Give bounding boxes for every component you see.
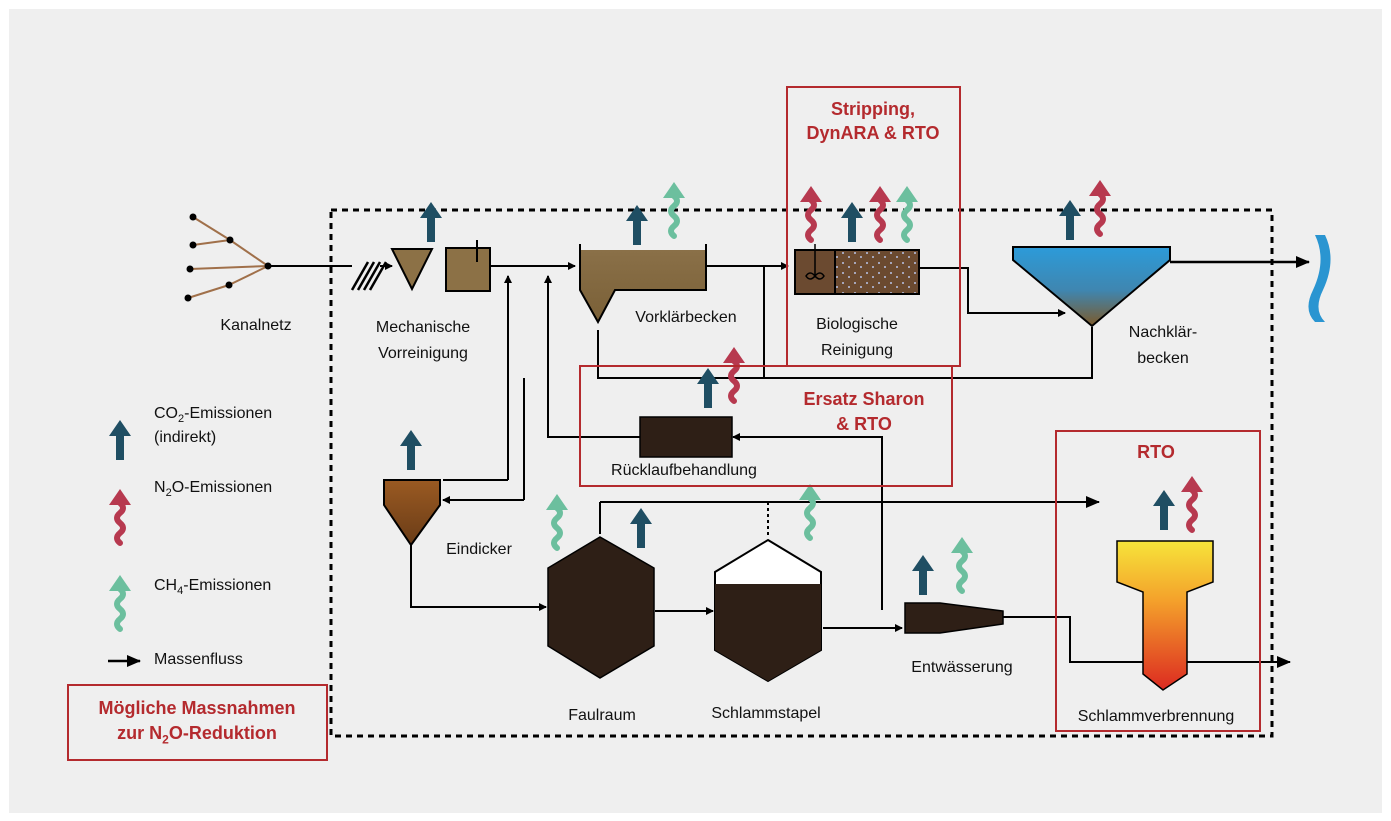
co2-arrow-icon: [912, 555, 934, 595]
thickener: [383, 479, 441, 547]
label-nach-line2: becken: [1137, 350, 1189, 367]
bio-tank-aerated: [834, 249, 920, 295]
label-bio-line2: Reinigung: [820, 342, 894, 359]
co2-arrow-icon: [1059, 200, 1081, 240]
measure-rto: RTO: [1137, 442, 1175, 462]
grit-chamber: [390, 248, 434, 292]
measures-title-line1: Mögliche Massnahmen: [98, 698, 296, 718]
ch4-wave-arrow-icon: [109, 575, 131, 629]
digester: [547, 536, 655, 679]
label-kanalnetz: Kanalnetz: [220, 317, 292, 334]
label-mech-line2: Vorreinigung: [378, 345, 468, 362]
screen-icon: [350, 261, 388, 291]
label-mech-line1: Mechanische: [375, 319, 471, 336]
label-nach-line1: Nachklär-: [1128, 324, 1198, 341]
label-bio-line1: Biologische: [816, 316, 898, 333]
co2-arrow-icon: [420, 202, 442, 242]
co2-arrow-icon: [109, 420, 131, 460]
measure-sharon-line2: & RTO: [836, 414, 892, 434]
legend-co2-indirect: (indirekt): [154, 429, 217, 446]
incinerator: [1116, 540, 1214, 691]
ch4-wave-arrow-icon: [951, 537, 973, 591]
label-eindicker: Eindicker: [446, 541, 512, 558]
side-stream-treatment: [639, 416, 733, 458]
measures-title-line2: zur N2O-Reduktion: [117, 723, 277, 747]
measure-stripping-line2: DynARA & RTO: [806, 123, 940, 143]
legend-n2o: N2O-Emissionen: [154, 479, 273, 500]
n2o-wave-arrow-icon: [109, 489, 131, 543]
measure-title-box: [67, 684, 328, 761]
system-boundary: [329, 208, 1274, 738]
co2-arrow-icon: [630, 508, 652, 548]
legend-ch4: CH4-Emissionen: [154, 577, 272, 598]
sand-trap: [445, 247, 491, 292]
secondary-clarifier: [1012, 246, 1171, 328]
ch4-wave-arrow-icon: [546, 494, 568, 548]
label-faulraum: Faulraum: [568, 707, 636, 724]
sewer-network-icon: [184, 213, 272, 302]
measure-box-sharon: [579, 365, 953, 487]
label-vorklaerbecken: Vorklärbecken: [635, 309, 737, 326]
mass-flow-lines: [268, 256, 1310, 668]
label-ruecklauf: Rücklaufbehandlung: [611, 462, 757, 479]
co2-arrow-icon: [400, 430, 422, 470]
measure-box-rto: [1055, 430, 1261, 732]
dewatering-centrifuge: [904, 602, 1004, 634]
legend-mass-flow: Massenfluss: [154, 651, 243, 668]
label-schlammverbrennung: Schlammverbrennung: [1077, 708, 1235, 725]
legend-co2: CO2-Emissionen: [154, 405, 273, 426]
primary-clarifier: [580, 250, 706, 322]
n2o-wave-arrow-icon: [1089, 180, 1111, 234]
ch4-wave-arrow-icon: [799, 484, 821, 538]
measure-sharon-line1: Ersatz Sharon: [803, 389, 925, 409]
river-outlet-icon: [1308, 235, 1331, 322]
label-entwaesserung: Entwässerung: [911, 659, 1013, 676]
measure-stripping-line1: Stripping,: [831, 99, 915, 119]
label-schlammstapel: Schlammstapel: [711, 705, 821, 722]
